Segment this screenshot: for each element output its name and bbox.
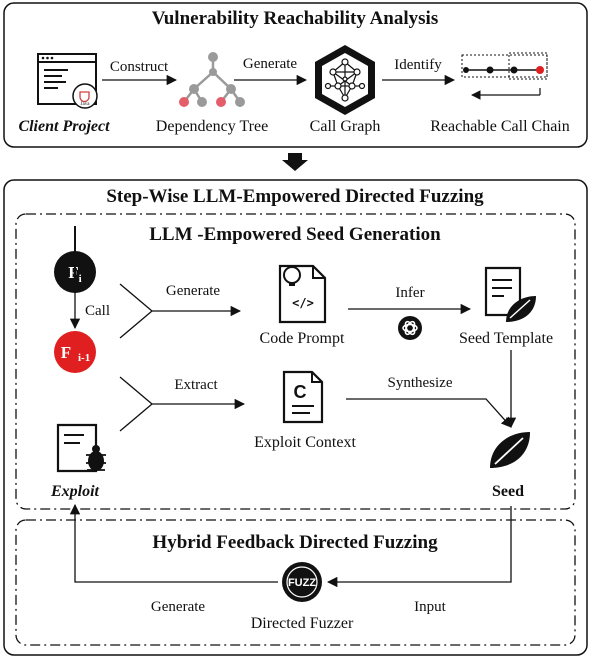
seed-icon <box>490 432 530 468</box>
exploit-label: Exploit <box>50 483 100 500</box>
exploit-icon <box>56 423 106 473</box>
generate-exploit-arrow <box>69 503 278 583</box>
code-prompt-icon: </> <box>278 264 327 324</box>
context-icon-text: C <box>294 382 307 402</box>
java-icon-label: Java <box>81 102 91 107</box>
seed-template-label: Seed Template <box>459 330 553 347</box>
reachable-call-chain-icon <box>461 52 548 100</box>
svg-text:Fi: Fi <box>68 263 81 285</box>
directed-fuzzing-title: Step-Wise LLM-Empowered Directed Fuzzing <box>106 186 484 207</box>
seed-template-icon <box>484 266 536 322</box>
code-prompt-label: Code Prompt <box>260 330 345 347</box>
synthesize-arrow <box>346 398 512 428</box>
call-label: Call <box>85 303 110 319</box>
dependency-tree-label: Dependency Tree <box>156 118 268 135</box>
generate-exploit-label: Generate <box>151 599 205 615</box>
fi-sub-text: i <box>79 273 82 285</box>
call-graph-icon <box>315 45 375 115</box>
construct-label: Construct <box>110 59 169 75</box>
code-icon-text: </> <box>292 296 314 310</box>
fuzz-icon-text: FUZZ <box>288 577 316 589</box>
call-graph-label: Call Graph <box>310 118 381 135</box>
fi-base-text: F <box>68 263 78 282</box>
generate-label: Generate <box>166 283 220 299</box>
fuzz-icon: FUZZ <box>282 562 322 602</box>
dependency-tree-icon <box>179 52 245 107</box>
seed-generation-title: LLM -Empowered Seed Generation <box>149 224 441 245</box>
extract-bracket <box>119 376 153 432</box>
seed-generation-box <box>15 213 576 510</box>
generate-label-top: Generate <box>243 56 297 72</box>
directed-fuzzing-panel: Step-Wise LLM-Empowered Directed Fuzzing… <box>3 179 588 656</box>
client-project-icon: Java <box>37 53 98 109</box>
seed-label: Seed <box>492 483 524 500</box>
extract-label: Extract <box>174 377 218 393</box>
reachability-panel: Vulnerability Reachability Analysis Java… <box>3 2 588 148</box>
llm-logo-icon <box>398 316 422 340</box>
exploit-context-label: Exploit Context <box>254 434 356 451</box>
hybrid-feedback-box <box>15 519 576 646</box>
svg-text:F: F <box>61 343 71 362</box>
down-arrow <box>282 153 308 171</box>
fim1-node: F i-1 <box>54 331 96 373</box>
infer-label: Infer <box>395 285 424 301</box>
client-project-label: Client Project <box>18 118 110 135</box>
fi-node: Fi <box>54 226 96 293</box>
directed-fuzzer-label: Directed Fuzzer <box>251 615 354 632</box>
reachability-title: Vulnerability Reachability Analysis <box>152 8 438 29</box>
hybrid-feedback-title: Hybrid Feedback Directed Fuzzing <box>152 532 438 553</box>
exploit-context-icon: C <box>282 370 324 424</box>
fim1-base-text: F <box>61 343 71 362</box>
input-label: Input <box>414 599 446 615</box>
identify-label: Identify <box>394 57 442 73</box>
synthesize-label: Synthesize <box>388 375 453 391</box>
fim1-sub-text: i-1 <box>78 352 90 364</box>
reachable-call-chain-label: Reachable Call Chain <box>430 118 570 135</box>
generate-bracket <box>119 283 153 339</box>
input-arrow <box>326 506 512 588</box>
